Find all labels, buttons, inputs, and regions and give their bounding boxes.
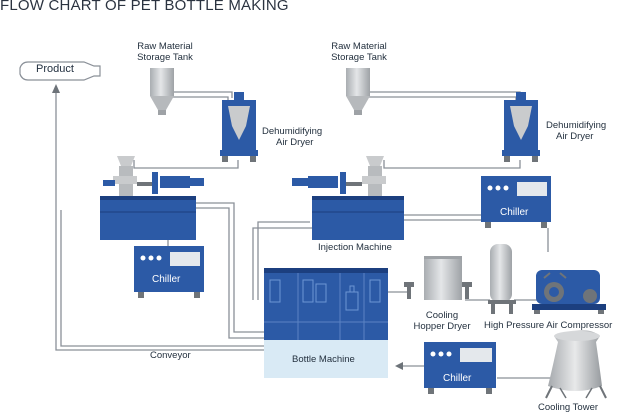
raw-tank-right bbox=[346, 68, 370, 115]
pipe-inj-right-bottle bbox=[257, 221, 310, 300]
high-pressure-air-compressor bbox=[488, 244, 606, 314]
dryer-right-label: Dehumidifying Air Dryer bbox=[546, 120, 606, 142]
raw-tank-left-line2: Storage Tank bbox=[137, 52, 193, 63]
cooling-hopper-dryer-label: Cooling Hopper Dryer bbox=[400, 310, 484, 332]
conveyor-label: Conveyor bbox=[150, 350, 191, 361]
cooling-hopper-line2: Hopper Dryer bbox=[413, 321, 471, 332]
chiller-bottom bbox=[424, 342, 496, 394]
chiller-left-label: Chiller bbox=[152, 274, 181, 285]
raw-tank-left-label: Raw Material Storage Tank bbox=[130, 41, 200, 63]
raw-tank-left bbox=[150, 68, 174, 115]
chiller-bottom-label: Chiller bbox=[443, 373, 472, 384]
dryer-left-label: Dehumidifying Air Dryer bbox=[262, 126, 322, 148]
arrow-up-product bbox=[52, 84, 60, 93]
arrow-left-bottle bbox=[395, 362, 403, 370]
cooling-tower bbox=[545, 330, 607, 399]
pipe-inj-left-bottle bbox=[196, 202, 264, 333]
cooling-hopper-line1: Cooling bbox=[425, 310, 459, 321]
chiller-right-label: Chiller bbox=[500, 207, 529, 218]
compressor-label: High Pressure Air Compressor bbox=[484, 320, 613, 331]
dryer-left-line2: Air Dryer bbox=[276, 137, 314, 148]
dryer-right-line2: Air Dryer bbox=[556, 131, 594, 142]
pipe-inj-left-bottle-2 bbox=[196, 207, 264, 339]
product-bottle-outline bbox=[19, 61, 101, 81]
conveyor-line bbox=[55, 92, 264, 351]
pipe-left-dryer-hopper bbox=[133, 160, 239, 169]
flow-arrows bbox=[52, 84, 403, 370]
raw-tank-right-line2: Storage Tank bbox=[331, 52, 387, 63]
page-title: FLOW CHART OF PET BOTTLE MAKING bbox=[0, 0, 289, 14]
bottle-machine-label: Bottle Machine bbox=[292, 354, 355, 365]
injection-machine-left bbox=[100, 156, 204, 240]
raw-tank-left-line1: Raw Material bbox=[137, 41, 193, 52]
product-label: Product bbox=[36, 63, 74, 75]
dryer-right-line1: Dehumidifying bbox=[546, 120, 607, 131]
bottle-machine bbox=[264, 268, 388, 378]
cooling-tower-label: Cooling Tower bbox=[538, 402, 599, 413]
dryer-right bbox=[502, 92, 540, 162]
injection-machine-label: Injection Machine bbox=[318, 242, 392, 253]
dryer-left-line1: Dehumidifying bbox=[262, 126, 323, 137]
pipe-right-tank-dryer-2 bbox=[362, 96, 517, 100]
pipe-right-dryer-hopper bbox=[383, 160, 521, 169]
raw-tank-right-label: Raw Material Storage Tank bbox=[324, 41, 394, 63]
pipe-left-tank-dryer bbox=[172, 91, 233, 98]
dryer-left bbox=[220, 92, 258, 162]
conveyor-line-inner bbox=[60, 210, 264, 347]
injection-machine-right bbox=[292, 156, 404, 240]
chiller-right bbox=[481, 176, 551, 228]
pipe-inj-right-bottle-2 bbox=[252, 227, 312, 300]
cooling-hopper-dryer bbox=[404, 256, 472, 300]
chiller-left bbox=[134, 246, 204, 298]
pipe-left-tank-dryer-2 bbox=[172, 96, 229, 100]
raw-tank-right-line1: Raw Material bbox=[331, 41, 387, 52]
